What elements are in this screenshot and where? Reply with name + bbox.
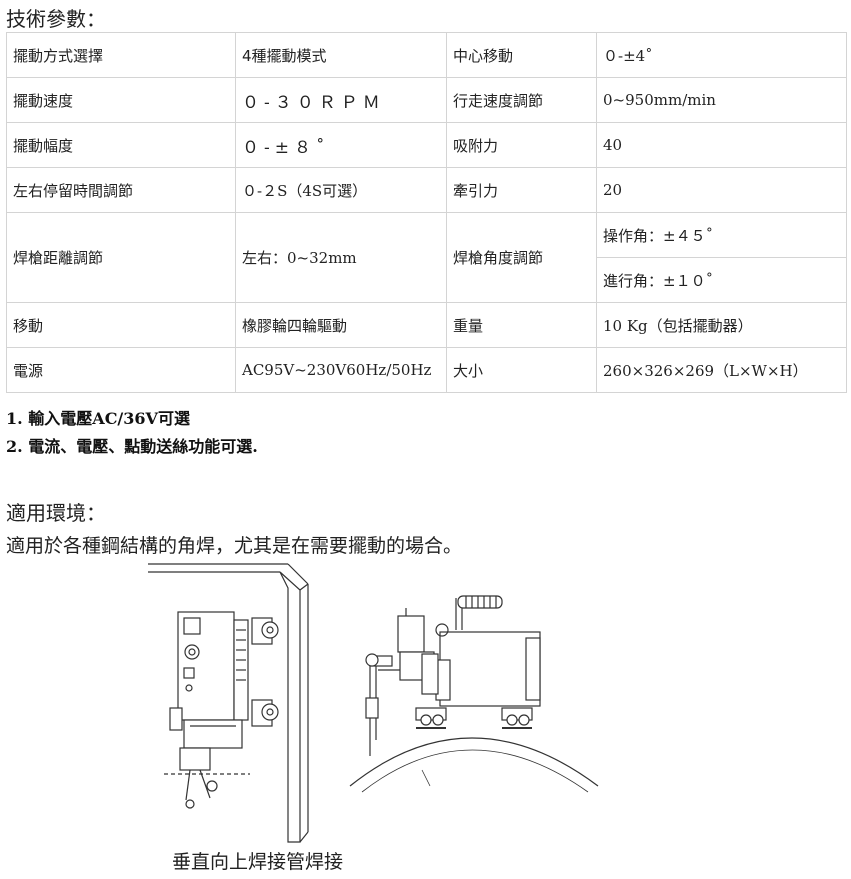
spec-label: 擺動方式選擇 (6, 32, 236, 78)
note-item: 1. 輸入電壓AC/36V可選 (6, 409, 190, 428)
spec-value: 4種擺動模式 (235, 32, 447, 78)
table-row: 擺動方式選擇 4種擺動模式 中心移動 ０-±4˚ (6, 32, 847, 78)
spec-label: 擺動幅度 (6, 122, 236, 168)
table-row: 電源 AC95V~230V60Hz/50Hz 大小 260×326×269（L×… (6, 347, 847, 393)
spec-value: 260×326×269（L×W×H） (596, 347, 847, 393)
spec-label: 擺動速度 (6, 77, 236, 123)
spec-value: 橡膠輪四輪驅動 (235, 302, 447, 348)
spec-label: 焊槍角度調節 (446, 212, 597, 303)
spec-label: 吸附力 (446, 122, 597, 168)
spec-label: 中心移動 (446, 32, 597, 78)
spec-value: ０-±８˚ (235, 122, 447, 168)
spec-value: 20 (596, 167, 847, 213)
spec-value: ０-±4˚ (596, 32, 847, 78)
vertical-weld-drawing (148, 563, 309, 843)
spec-heading: 技術參數： (6, 7, 106, 31)
spec-label: 行走速度調節 (446, 77, 597, 123)
spec-table: 擺動方式選擇 4種擺動模式 中心移動 ０-±4˚ 擺動速度 ０-３０ＲＰＭ 行走… (6, 32, 847, 393)
spec-label: 大小 (446, 347, 597, 393)
table-row: 左右停留時間調節 ０-２S（4S可選） 牽引力 20 (6, 167, 847, 213)
spec-value: AC95V~230V60Hz/50Hz (235, 347, 447, 393)
table-row: 進行角：±１０˚ (7, 257, 847, 303)
spec-label: 重量 (446, 302, 597, 348)
pipe-weld-drawing (349, 595, 599, 793)
spec-label: 移動 (6, 302, 236, 348)
figure-caption: 垂直向上焊接管焊接 (172, 851, 344, 873)
welding-illustration (148, 563, 599, 843)
table-row: 擺動速度 ０-３０ＲＰＭ 行走速度調節 0~950mm/min (6, 77, 847, 123)
table-row: 焊槍距離調節 左右：0~32mm 焊槍角度調節 操作角：±４５˚ (6, 212, 847, 303)
spec-value: 進行角：±１０˚ (596, 257, 847, 303)
spec-value: ０-２S（4S可選） (235, 167, 447, 213)
spec-value: 左右：0~32mm (235, 212, 447, 303)
env-description: 適用於各種鋼結構的角焊，尤其是在需要擺動的場合。 (6, 535, 463, 557)
spec-label: 電源 (6, 347, 236, 393)
spec-value: 操作角：±４５˚ (596, 212, 847, 258)
table-row: 移動 橡膠輪四輪驅動 重量 10 Kg（包括擺動器） (6, 302, 847, 348)
spec-label: 左右停留時間調節 (6, 167, 236, 213)
spec-value: 40 (596, 122, 847, 168)
spec-label: 牽引力 (446, 167, 597, 213)
env-heading: 適用環境： (6, 501, 106, 525)
spec-value: 0~950mm/min (596, 77, 847, 123)
note-item: 2. 電流、電壓、點動送絲功能可選. (6, 437, 258, 456)
table-row: 擺動幅度 ０-±８˚ 吸附力 40 (6, 122, 847, 168)
spec-value: ０-３０ＲＰＭ (235, 77, 447, 123)
spec-value: 10 Kg（包括擺動器） (596, 302, 847, 348)
spec-label: 焊槍距離調節 (6, 212, 236, 303)
